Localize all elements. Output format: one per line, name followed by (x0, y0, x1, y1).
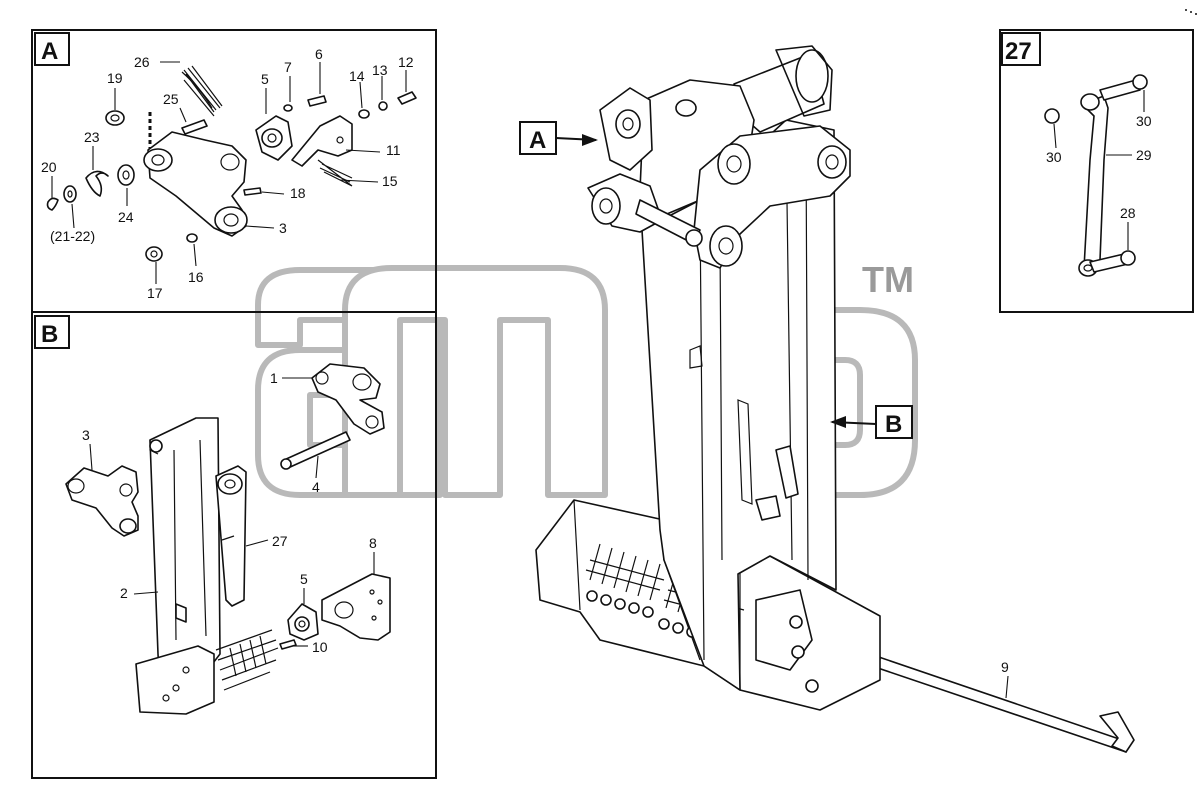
nut-19 (105, 110, 125, 126)
label-a-18: 18 (290, 185, 306, 201)
label-b-3: 3 (82, 427, 90, 443)
washer-21-22 (63, 185, 77, 203)
label-a-24: 24 (118, 209, 134, 225)
label-b-27: 27 (272, 533, 288, 549)
plate-8 (321, 573, 391, 641)
label-m-9: 9 (1001, 659, 1009, 675)
panel-b-letter: B (41, 321, 58, 348)
spring-26 (181, 65, 223, 117)
label-a-20: 20 (41, 159, 57, 175)
label-a-21-22: (21-22) (50, 228, 95, 244)
label-a-23: 23 (84, 129, 100, 145)
washer-13 (378, 101, 388, 111)
washer-14 (358, 109, 370, 119)
label-a-14: 14 (349, 68, 365, 84)
label-d-30b: 30 (1136, 113, 1152, 129)
label-a-15: 15 (382, 173, 398, 189)
lever-3-b (65, 465, 139, 537)
spring-b (215, 629, 279, 691)
label-a-13: 13 (372, 62, 388, 78)
bearing-5-b (287, 603, 319, 641)
frame-2 (135, 417, 221, 715)
label-a-19: 19 (107, 70, 123, 86)
washer-16 (186, 233, 198, 243)
bolt-10 (279, 639, 297, 650)
label-d-30a: 30 (1046, 149, 1062, 165)
callout-b-letter: B (885, 411, 902, 438)
label-b-4: 4 (312, 479, 320, 495)
link-29 (1078, 93, 1109, 277)
washer-24 (117, 164, 135, 186)
bolt-12 (397, 91, 417, 105)
ring-23 (85, 170, 109, 197)
link-1 (311, 363, 385, 435)
label-a-6: 6 (315, 46, 323, 62)
plate-11 (291, 115, 353, 167)
label-b-2: 2 (120, 585, 128, 601)
bolt-25 (181, 119, 208, 135)
label-a-25: 25 (163, 91, 179, 107)
label-b-10: 10 (312, 639, 328, 655)
washer-7 (283, 104, 293, 112)
callout-a: A (519, 121, 598, 155)
panel-detail-number: 27 (1005, 38, 1032, 65)
bolt-6 (307, 95, 327, 107)
callout-a-letter: A (529, 127, 546, 154)
label-a-5: 5 (261, 71, 269, 87)
label-d-29: 29 (1136, 147, 1152, 163)
label-a-7: 7 (284, 59, 292, 75)
bearing-5 (255, 115, 293, 161)
rod-9 (863, 649, 1135, 753)
label-b-8: 8 (369, 535, 377, 551)
label-d-28: 28 (1120, 205, 1136, 221)
corner-dots (1185, 9, 1197, 15)
pin-30-left (1044, 108, 1060, 124)
lever-3 (143, 131, 248, 237)
rod-4 (280, 431, 351, 470)
trademark-text: TM (862, 259, 914, 300)
main-assembly: A B 9 (519, 45, 1135, 753)
panel-detail-27: 27 30 30 29 28 (999, 29, 1194, 313)
label-a-16: 16 (188, 269, 204, 285)
panel-a-letter: A (41, 38, 58, 65)
callout-b: B (830, 405, 913, 439)
ring-20 (46, 197, 59, 211)
top-assembly (587, 45, 851, 269)
panel-b: B (31, 311, 437, 779)
label-a-12: 12 (398, 54, 414, 70)
label-b-1: 1 (270, 370, 278, 386)
pin-30-right (1099, 74, 1148, 101)
pin-28 (1089, 250, 1136, 273)
label-a-26: 26 (134, 54, 150, 70)
main-frame (641, 119, 837, 691)
bolt-18 (243, 187, 262, 196)
nut-17 (145, 246, 163, 262)
link-27 (215, 465, 247, 607)
spring-15 (317, 159, 353, 187)
label-b-5: 5 (300, 571, 308, 587)
label-a-17: 17 (147, 285, 163, 301)
label-a-3: 3 (279, 220, 287, 236)
label-a-11: 11 (386, 142, 401, 158)
